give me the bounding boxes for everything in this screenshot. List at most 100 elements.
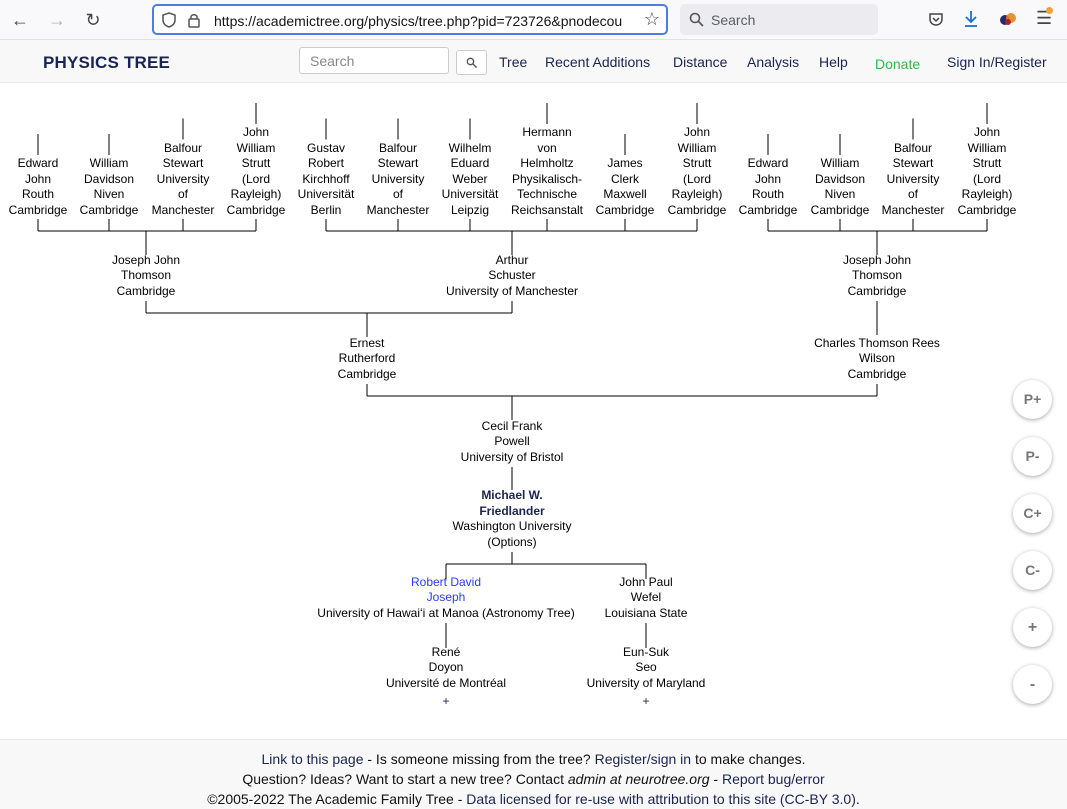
person-name[interactable]: Robert David [410,574,482,589]
person-name[interactable]: Rayleigh) [671,187,723,201]
url-bar[interactable]: https://academictree.org/physics/tree.ph… [152,4,668,35]
zoom-in-button[interactable]: + [1013,608,1052,647]
person-name[interactable]: John [973,125,1001,139]
nav-recent-additions[interactable]: Recent Additions [545,54,651,70]
person-name[interactable]: (Lord [682,171,712,186]
person-name[interactable]: William [677,140,717,155]
options-link[interactable]: (Options) [487,534,537,549]
person-name[interactable]: John [683,125,711,139]
person-name[interactable]: Davidson [83,171,135,186]
pocket-icon[interactable] [928,11,944,27]
person-name[interactable]: Powell [494,434,530,448]
person-name[interactable]: Routh [21,187,55,201]
children-decrease-button[interactable]: C- [1013,551,1052,590]
children-increase-button[interactable]: C+ [1013,494,1052,533]
person-name[interactable]: Stewart [377,156,419,170]
lock-icon[interactable] [188,12,200,28]
person-name[interactable]: Joseph John [842,252,912,267]
bookmark-star-icon[interactable]: ☆ [643,9,660,29]
person-name[interactable]: von [537,140,557,155]
person-name[interactable]: Rutherford [338,351,396,365]
browser-search-box[interactable]: Search [680,4,878,35]
person-name[interactable]: Niven [824,187,856,201]
parents-decrease-button[interactable]: P- [1013,437,1052,476]
person-name[interactable]: Eun-Suk [622,644,670,659]
person-name[interactable]: William [820,156,860,170]
person-name[interactable]: Schuster [488,268,536,282]
person-name[interactable]: James [607,156,643,170]
person-name[interactable]: Doyon [428,660,464,674]
person-name[interactable]: Kirchhoff [302,171,350,186]
zoom-out-button[interactable]: - [1013,665,1052,704]
person-name[interactable]: John [24,171,52,186]
person-name[interactable]: Balfour [893,140,933,155]
shield-icon[interactable] [162,12,176,28]
person-name[interactable]: Strutt [972,156,1002,170]
person-name[interactable]: William [236,140,276,155]
extensions-icon[interactable] [999,11,1017,27]
person-name[interactable]: René [431,644,461,659]
person-name[interactable]: Thomson [851,268,903,282]
person-name[interactable]: Edward [747,156,789,170]
nav-sign-in-register[interactable]: Sign In/Register [947,54,1047,70]
person-name[interactable]: Balfour [378,140,418,155]
site-search-input[interactable] [299,47,449,74]
person-name[interactable]: Stewart [892,156,934,170]
person-name[interactable]: (Lord [972,171,1002,186]
person-name[interactable]: John [754,171,782,186]
person-name[interactable]: Robert [307,156,345,170]
nav-donate[interactable]: Donate [875,56,921,72]
person-name[interactable]: Edward [17,156,59,170]
person-name[interactable]: William [89,156,129,170]
person-name[interactable]: Thomson [120,268,172,282]
person-name[interactable]: Wilson [858,351,895,365]
person-name[interactable]: Stewart [162,156,204,170]
nav-distance[interactable]: Distance [673,54,728,70]
person-name[interactable]: Strutt [241,156,271,170]
person-name[interactable]: William [967,140,1007,155]
expand-children-button[interactable]: + [442,694,450,708]
person-name[interactable]: Helmholtz [520,156,574,170]
person-name[interactable]: Davidson [814,171,866,186]
person-name[interactable]: Eduard [450,156,490,170]
person-name[interactable]: Strutt [682,156,712,170]
person-name[interactable]: Wefel [630,590,662,604]
person-name[interactable]: John [242,125,270,139]
download-icon[interactable] [963,10,979,28]
person-name[interactable]: (Lord [241,171,271,186]
person-name[interactable]: Maxwell [603,187,647,201]
parents-increase-button[interactable]: P+ [1013,380,1052,419]
nav-help[interactable]: Help [819,54,848,70]
site-search-button[interactable] [456,50,487,75]
person-name[interactable]: Clerk [610,171,640,186]
expand-children-button[interactable]: + [642,694,650,708]
reload-icon[interactable]: ↻ [85,10,101,30]
report-bug-link[interactable]: Report bug/error [721,771,825,787]
person-name[interactable]: Ernest [349,335,385,350]
person-name[interactable]: Joseph [426,590,466,604]
url-text[interactable]: https://academictree.org/physics/tree.ph… [214,13,623,29]
person-name[interactable]: Niven [93,187,125,201]
forward-arrow-icon[interactable]: → [48,10,66,30]
